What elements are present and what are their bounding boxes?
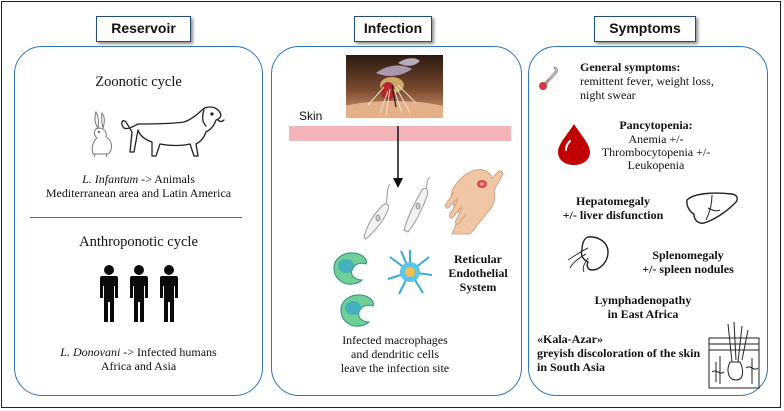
dog-icon (121, 106, 225, 157)
blood-drop-icon (558, 124, 590, 165)
hepatomegaly-line1: Hepatomegaly (576, 194, 650, 208)
humans-icon (100, 265, 178, 322)
macrophage-cell-2 (340, 294, 374, 327)
lymphadenopathy-line1: Lymphadenopathy (594, 293, 692, 307)
rabbit-icon (91, 110, 112, 158)
pancytopenia-line2: Thrombocytopenia +/- (601, 145, 711, 159)
splenomegaly-line1: Splenomegaly (652, 248, 724, 262)
kala-azar-line3: in South Asia (537, 360, 606, 374)
down-arrow (393, 126, 403, 188)
dendritic-cell (387, 250, 433, 295)
liver-icon (686, 192, 738, 224)
promastigote-parasites (363, 176, 431, 240)
general-symptoms-line1: remittent fever, weight loss, (580, 74, 714, 88)
reservoir-panel (14, 46, 263, 396)
symptoms-header: Symptoms (594, 16, 696, 42)
zoonotic-species-line: L. Infantum -> Animals (14, 172, 263, 186)
macrophage-cell-1 (333, 252, 367, 285)
reservoir-header: Reservoir (96, 16, 191, 42)
anthroponotic-host: -> Infected humans (120, 345, 217, 359)
anthroponotic-species: L. Donovani (60, 345, 121, 359)
res-label-3: System (459, 280, 497, 294)
reservoir-divider (30, 217, 242, 218)
res-label-1: Reticular (454, 252, 502, 266)
infection-caption-2: and dendritic cells (351, 347, 439, 361)
zoonotic-cycle-title: Zoonotic cycle (95, 74, 182, 90)
anthroponotic-region: Africa and Asia (100, 359, 177, 373)
pancytopenia-line3: Leukopenia (627, 158, 685, 172)
thermometer-icon (539, 66, 559, 90)
hepatomegaly-line2: +/- liver disfunction (562, 208, 664, 222)
infection-caption-3: leave the infection site (340, 361, 450, 375)
pancytopenia-line1: Anemia +/- (628, 132, 684, 146)
infection-header: Infection (354, 16, 432, 42)
zoonotic-region: Mediterranean area and Latin America (45, 186, 232, 200)
hand-lesion-image (445, 169, 504, 235)
skin-section-icon (708, 322, 760, 389)
general-symptoms-title: General symptoms: (580, 60, 681, 74)
zoonotic-host: -> Animals (138, 172, 195, 186)
skin-band (289, 126, 511, 141)
spleen-icon (567, 236, 609, 273)
kala-azar-line1: «Kala-Azar» (537, 332, 603, 346)
kala-azar-line2: greyish discoloration of the skin (537, 346, 701, 360)
res-label-2: Endothelial (448, 266, 508, 280)
anthroponotic-cycle-title: Anthroponotic cycle (79, 234, 198, 250)
anthroponotic-species-line: L. Donovani -> Infected humans (14, 345, 263, 359)
pancytopenia-title: Pancytopenia: (619, 118, 693, 132)
infection-caption-1: Infected macrophages (342, 333, 448, 347)
zoonotic-species: L. Infantum (82, 172, 139, 186)
skin-label: Skin (299, 109, 323, 123)
lymphadenopathy-line2: in East Africa (607, 307, 679, 321)
splenomegaly-line2: +/- spleen nodules (642, 262, 734, 276)
general-symptoms-line2: night swear (580, 88, 636, 102)
sandfly-photo (346, 55, 443, 118)
